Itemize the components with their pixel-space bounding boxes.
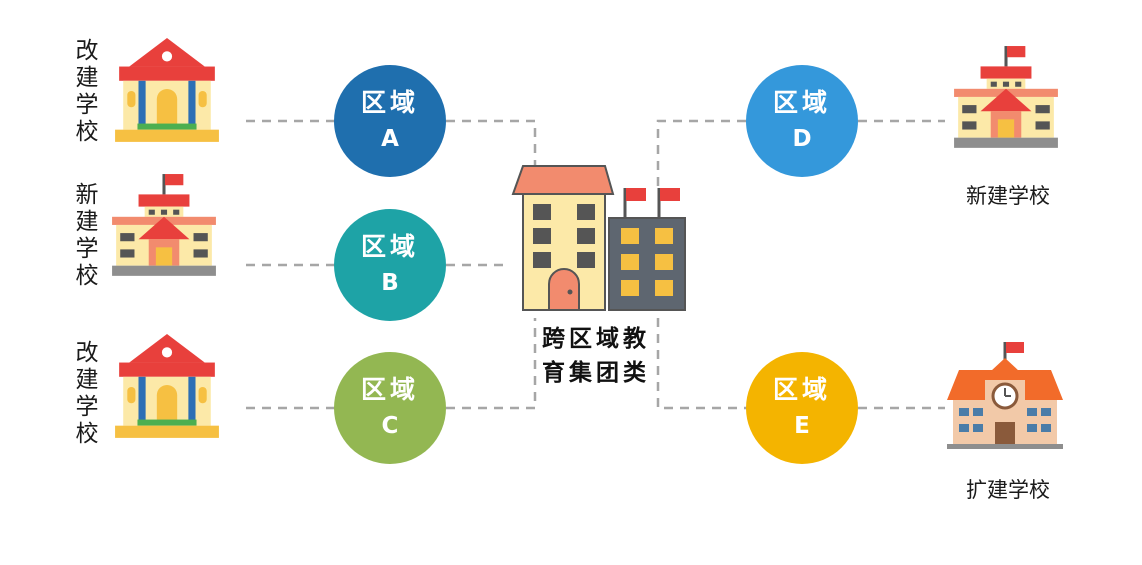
region-e-title: 区域 (772, 375, 831, 404)
school-label-left-2: 新建学校 (75, 182, 99, 289)
center-group-label: 跨区域教 育集团类 (526, 322, 666, 390)
region-b-code: B (381, 270, 399, 296)
school-label-right-2: 扩建学校 (966, 478, 1050, 502)
school-label-left-1: 改建学校 (75, 38, 99, 145)
region-e-code: E (794, 413, 810, 439)
modern-school-icon (954, 46, 1058, 148)
center-label-line2: 育集团类 (542, 360, 650, 386)
region-d-code: D (792, 126, 812, 152)
classical-school-icon (115, 38, 219, 142)
school-label-right-1: 新建学校 (966, 184, 1050, 208)
connector-center-regionD (656, 119, 750, 186)
clock-school-icon (947, 342, 1063, 449)
connector-center-regionE (656, 318, 750, 410)
education-group-building-icon (511, 165, 686, 311)
classical-school-icon (115, 334, 219, 438)
region-a-code: A (381, 126, 399, 152)
region-a-title: 区域 (360, 88, 419, 117)
region-d-title: 区域 (772, 88, 831, 117)
connector-regionA-center (446, 119, 537, 170)
modern-school-icon (112, 174, 216, 276)
connector-regionC-center (446, 318, 537, 410)
region-circle-b: 区域 B (334, 209, 446, 321)
school-label-left-3: 改建学校 (75, 340, 99, 447)
region-c-title: 区域 (360, 375, 419, 404)
center-label-line1: 跨区域教 (542, 326, 650, 352)
region-circle-a: 区域 A (334, 65, 446, 177)
region-b-title: 区域 (360, 232, 419, 261)
region-circle-d: 区域 D (746, 65, 858, 177)
region-circle-e: 区域 E (746, 352, 858, 464)
region-c-code: C (381, 413, 399, 439)
region-circle-c: 区域 C (334, 352, 446, 464)
